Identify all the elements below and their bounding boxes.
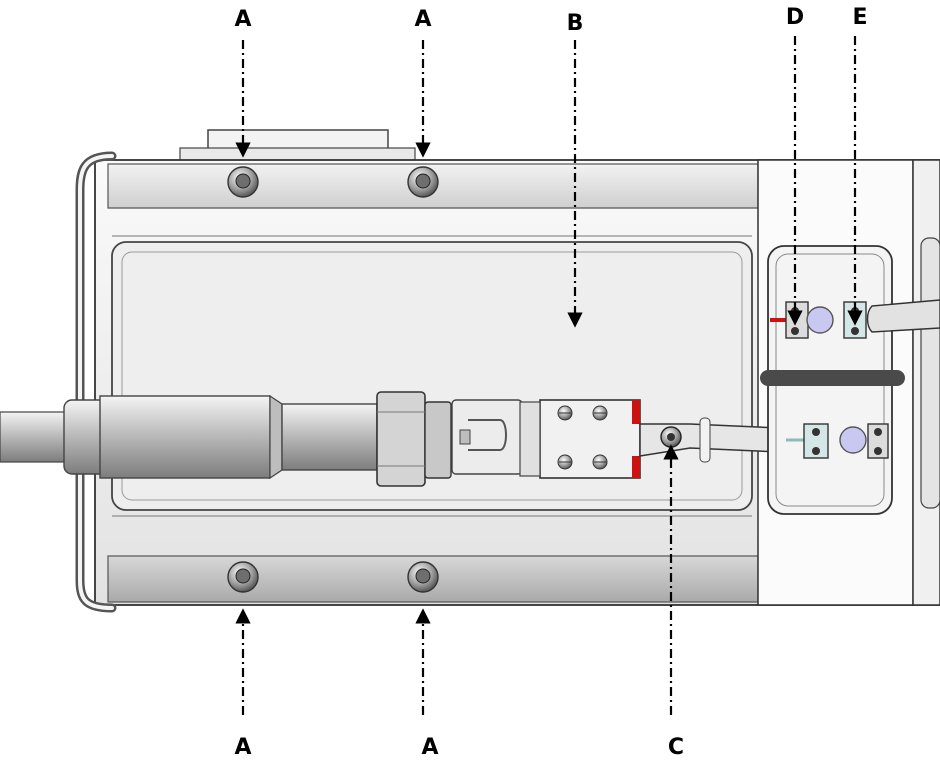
- callout-d: D: [786, 5, 804, 30]
- clevis-link: [451, 399, 523, 475]
- callout-a-top-left: A: [234, 7, 251, 32]
- lens-upper-left: [806, 306, 834, 334]
- mounting-block: [519, 399, 641, 479]
- lens-lower-right: [839, 426, 867, 454]
- sensor-lower-left: [803, 423, 829, 459]
- leader-lines: [235, 36, 863, 715]
- callout-c: C: [668, 735, 684, 760]
- separator-band: [760, 370, 905, 386]
- actuator-shaft: [0, 394, 378, 480]
- callout-e: E: [852, 5, 867, 30]
- callout-a-bottom-right: A: [421, 735, 438, 760]
- screw-bottom-left: [227, 561, 259, 593]
- screw-top-right: [407, 166, 439, 198]
- callout-a-bottom-left: A: [234, 735, 251, 760]
- callout-labels: A A B D E A A C: [234, 5, 867, 760]
- screw-bottom-right: [407, 561, 439, 593]
- callout-a-top-right: A: [414, 7, 431, 32]
- sensor-d-bracket: [785, 301, 809, 339]
- sensor-lower-right: [867, 423, 889, 459]
- screw-top-left: [227, 166, 259, 198]
- callout-b: B: [567, 11, 584, 36]
- coupling-nut: [376, 391, 452, 487]
